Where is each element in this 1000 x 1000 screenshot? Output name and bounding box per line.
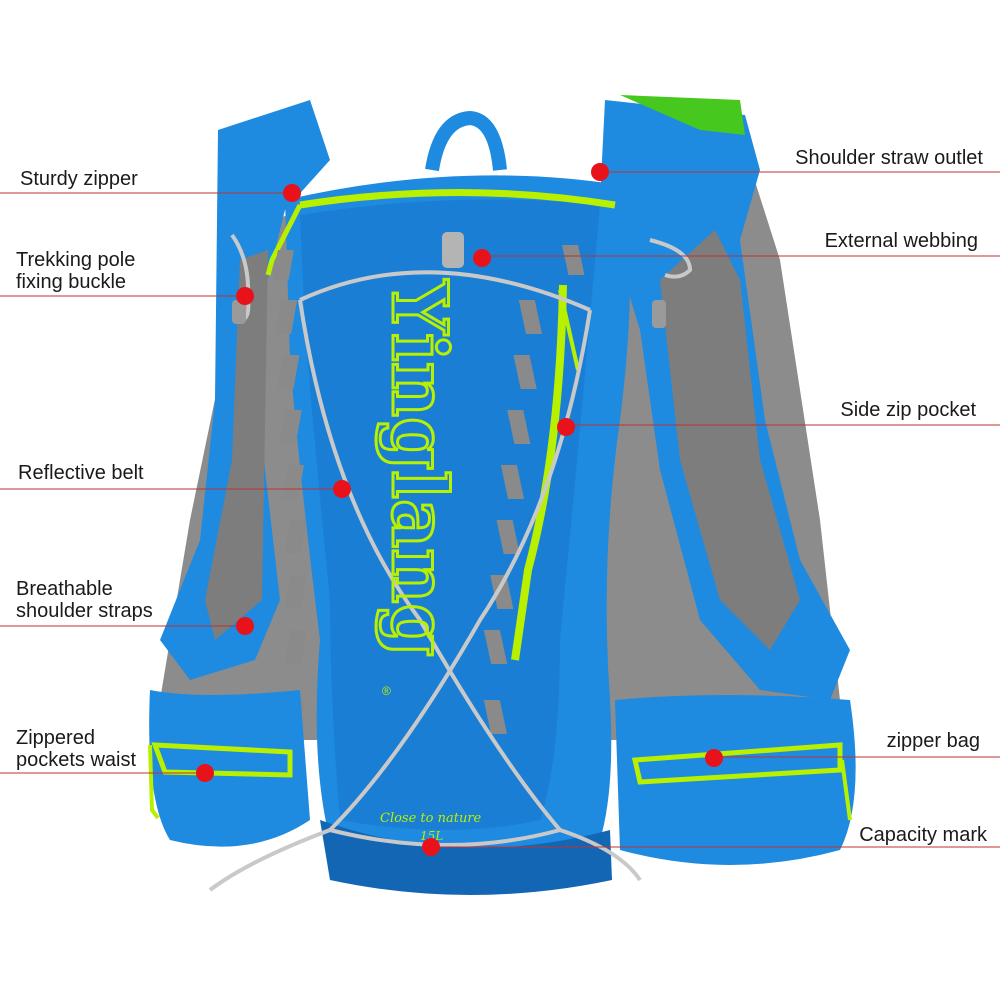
top-zipper-line bbox=[299, 189, 616, 209]
cord-lock-right bbox=[652, 300, 666, 328]
marker-zippered-pockets bbox=[196, 764, 214, 782]
label-capacity-mark: Capacity mark bbox=[859, 824, 987, 846]
slogan-text: Close to nature bbox=[380, 811, 482, 826]
left-pocket-zipper bbox=[151, 742, 293, 778]
registered-mark: ® bbox=[382, 684, 391, 698]
left-pocket-pull bbox=[148, 744, 160, 820]
right-strap-mesh bbox=[660, 230, 800, 650]
reflective-stripes-left bbox=[272, 250, 307, 734]
bottom-base bbox=[320, 820, 612, 895]
side-zip-pocket-zipper bbox=[511, 284, 567, 661]
reflective-stripes-right bbox=[483, 245, 585, 734]
leader-lines bbox=[0, 171, 1000, 848]
marker-reflective-belt bbox=[333, 480, 351, 498]
label-zippered-pockets-waist: Zippered pockets waist bbox=[16, 727, 137, 771]
label-trekking-pole-buckle: Trekking pole fixing buckle bbox=[16, 249, 136, 293]
marker-zipper-bag bbox=[705, 749, 723, 767]
label-side-zip-pocket: Side zip pocket bbox=[840, 399, 976, 421]
right-waist-pocket bbox=[615, 695, 856, 865]
marker-side-zip-pocket bbox=[557, 418, 575, 436]
cord-lock-center bbox=[442, 232, 464, 268]
left-strap-mesh bbox=[205, 250, 268, 640]
shoulder-mesh-trim bbox=[620, 95, 745, 135]
label-breathable-shoulder-straps: Breathable shoulder straps bbox=[16, 578, 153, 622]
marker-sturdy-zipper bbox=[283, 184, 301, 202]
marker-breathable-straps bbox=[236, 617, 254, 635]
webbing-cord-right bbox=[649, 238, 693, 279]
capacity-text: 15L bbox=[420, 829, 443, 843]
label-external-webbing: External webbing bbox=[824, 230, 978, 252]
left-waist-pocket bbox=[149, 690, 310, 847]
label-reflective-belt: Reflective belt bbox=[18, 462, 144, 484]
marker-shoulder-straw-outlet bbox=[591, 163, 609, 181]
cord-lock-left bbox=[232, 300, 246, 324]
top-handle bbox=[425, 110, 507, 172]
brand-logo-text: Yinglang bbox=[375, 279, 464, 657]
feature-markers bbox=[196, 163, 723, 856]
zipper-pull-left bbox=[265, 203, 303, 276]
label-shoulder-straw-outlet: Shoulder straw outlet bbox=[795, 147, 983, 169]
side-zipper-pull bbox=[558, 289, 580, 371]
right-pocket-pull bbox=[840, 759, 852, 821]
marker-external-webbing bbox=[473, 249, 491, 267]
label-sturdy-zipper: Sturdy zipper bbox=[20, 168, 138, 190]
right-pocket-zipper bbox=[631, 742, 843, 785]
marker-trekking-pole bbox=[236, 287, 254, 305]
marker-capacity-mark bbox=[422, 838, 440, 856]
label-zipper-bag: zipper bag bbox=[886, 730, 980, 752]
